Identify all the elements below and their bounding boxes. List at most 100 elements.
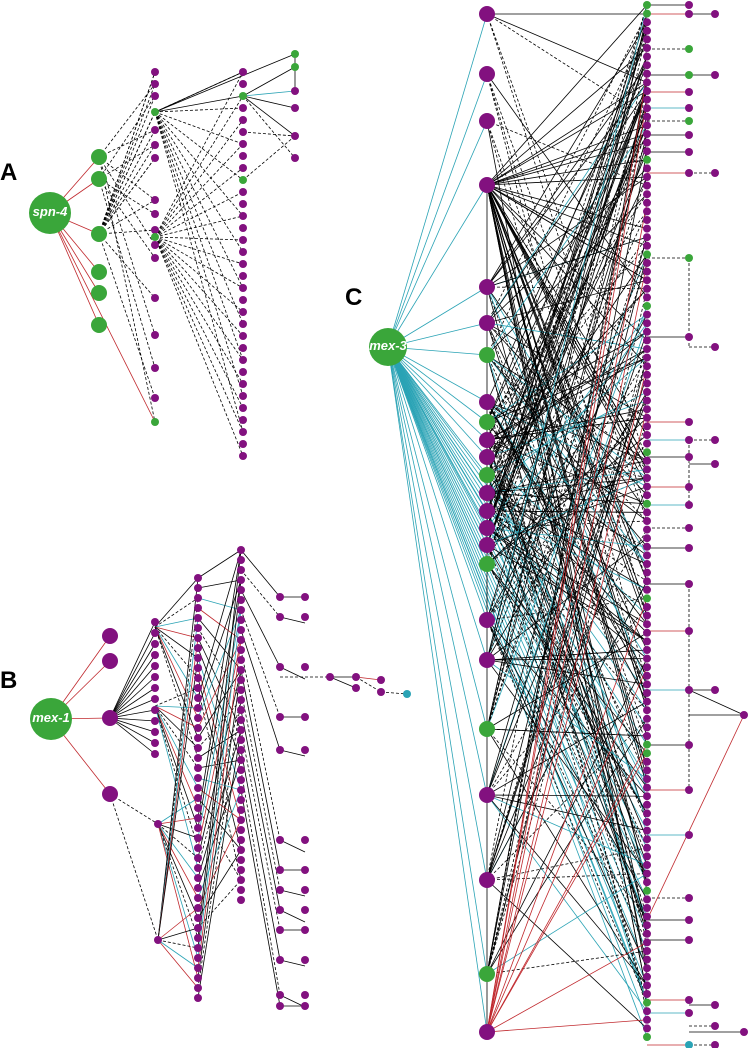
network-node-275: [643, 499, 651, 508]
network-node-195: [479, 113, 495, 129]
root-label-mex-3: mex-3: [369, 338, 407, 353]
network-edge-8: [98, 83, 156, 158]
network-node-347: [685, 131, 693, 139]
network-edge-246: [387, 346, 648, 986]
network-edge-233: [387, 346, 648, 763]
network-edge-522: [486, 718, 648, 975]
network-node-11: [151, 141, 159, 149]
network-node-333: [643, 998, 651, 1007]
network-edge-228: [387, 346, 488, 1033]
network-node-265: [643, 413, 651, 422]
network-node-46: [239, 332, 247, 340]
network-node-2: [91, 226, 107, 242]
network-node-201: [479, 414, 495, 430]
network-node-140: [237, 696, 245, 704]
network-node-171: [276, 836, 284, 844]
network-node-320: [643, 886, 651, 895]
network-node-277: [643, 517, 651, 525]
network-edge-368: [486, 439, 648, 934]
network-edge-449: [486, 563, 648, 814]
network-edge-311: [486, 286, 648, 513]
network-node-318: [643, 869, 651, 878]
network-edge-91: [154, 597, 199, 628]
network-edge-182: [279, 749, 306, 757]
network-node-149: [237, 786, 245, 794]
network-node-17: [151, 254, 159, 262]
network-node-49: [239, 368, 247, 376]
network-node-20: [151, 364, 159, 372]
network-node-30: [239, 140, 247, 148]
network-edge-197: [240, 789, 281, 1007]
network-node-241: [643, 207, 651, 216]
network-edge-484: [486, 13, 648, 730]
network-node-364: [685, 627, 693, 635]
network-edge-429: [486, 13, 648, 529]
network-node-314: [643, 835, 651, 844]
network-node-87: [194, 624, 202, 632]
network-edge-389: [486, 474, 648, 1003]
network-node-109: [194, 844, 202, 852]
network-node-355: [685, 436, 693, 444]
network-edge-104: [154, 705, 199, 769]
network-node-340: [711, 10, 719, 18]
network-edge-301: [486, 133, 648, 186]
network-edge-413: [486, 4, 648, 512]
network-node-108: [194, 834, 202, 842]
network-node-153: [237, 826, 245, 834]
network-edge-42: [154, 236, 244, 313]
network-edge-69: [242, 131, 296, 137]
network-edge-331: [486, 354, 648, 548]
network-edge-116: [157, 823, 199, 919]
network-edge-427: [486, 527, 648, 625]
network-node-366: [711, 686, 719, 694]
network-edge-460: [486, 619, 648, 797]
network-node-194: [479, 66, 495, 82]
network-edge-54: [154, 111, 244, 253]
network-node-85: [194, 604, 202, 612]
network-edge-143: [197, 579, 242, 709]
network-edge-478: [486, 659, 648, 874]
network-node-152: [237, 816, 245, 824]
network-node-262: [643, 388, 651, 396]
network-node-59: [291, 87, 299, 95]
network-node-246: [643, 250, 651, 259]
network-edge-44: [154, 236, 244, 361]
network-node-184: [301, 991, 309, 999]
network-node-319: [643, 878, 651, 887]
network-edge-64: [242, 90, 296, 97]
network-node-219: [643, 18, 651, 27]
network-node-202: [479, 432, 495, 448]
network-edge-532: [486, 73, 648, 1033]
network-edge-531: [486, 262, 648, 1033]
network-edge-59: [154, 111, 244, 433]
network-edge-476: [486, 254, 648, 661]
network-node-139: [237, 686, 245, 694]
network-node-163: [276, 613, 284, 621]
network-edge-179: [240, 609, 281, 718]
network-edge-489: [486, 30, 648, 730]
network-node-371: [685, 894, 693, 902]
network-edge-420: [486, 510, 648, 874]
network-edge-39: [154, 236, 244, 241]
network-node-84: [194, 594, 202, 602]
network-edge-75: [109, 621, 156, 719]
network-node-160: [237, 896, 245, 904]
network-node-105: [194, 804, 202, 812]
network-node-15: [151, 226, 159, 234]
network-edge-216: [387, 346, 488, 476]
network-edge-76: [109, 632, 156, 719]
network-node-290: [643, 628, 651, 637]
network-edge-338: [486, 354, 648, 823]
network-node-60: [291, 104, 299, 112]
network-node-378: [740, 1028, 748, 1036]
network-edge-66: [242, 95, 296, 137]
network-node-94: [194, 694, 202, 702]
network-node-90: [194, 654, 202, 662]
network-node-89: [194, 644, 202, 652]
network-node-126: [237, 556, 245, 564]
network-node-244: [643, 233, 651, 242]
network-edge-130: [197, 549, 242, 579]
network-node-128: [237, 576, 245, 584]
network-node-73: [151, 684, 159, 692]
network-edge-35: [154, 143, 244, 238]
